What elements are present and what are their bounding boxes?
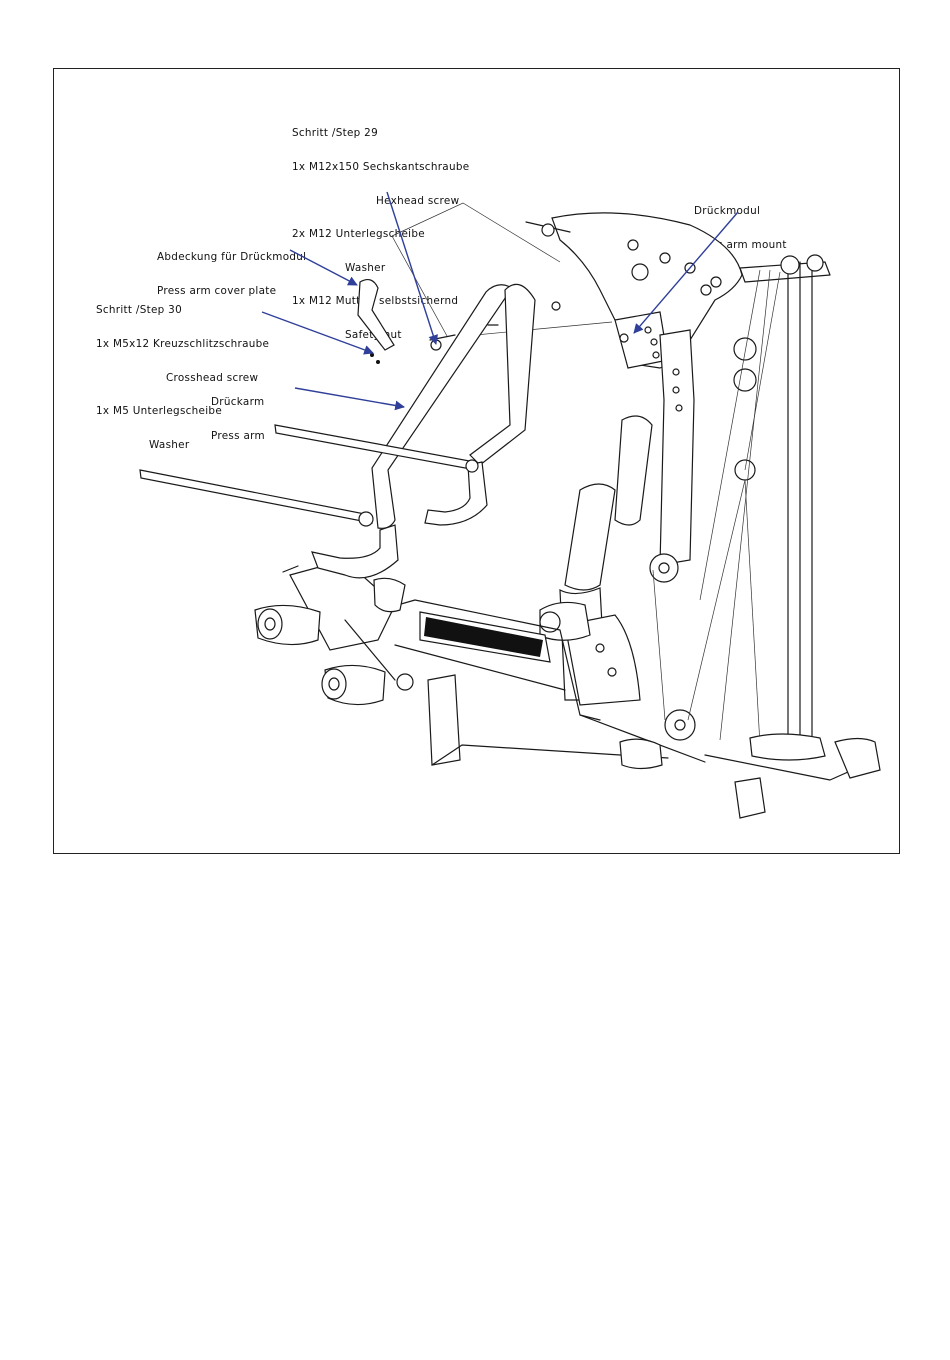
press-arm-arrow (294, 387, 405, 411)
step30-arrow (261, 311, 374, 355)
press-arm-part (139, 283, 561, 579)
press-arm-mount-arrow (633, 211, 739, 334)
step29-title: Schritt /Step 29 (292, 127, 378, 140)
step29-line1-en: Hexhead screw (376, 194, 460, 207)
step30-line2: 1x M5 Unterlegscheibe (96, 405, 223, 418)
leg-rollers (254, 559, 414, 706)
step30-line1-en: Crosshead screw (166, 371, 259, 384)
guide-lines (391, 202, 613, 337)
cover-plate-en: Press arm cover plate (157, 285, 277, 298)
step29-line3: 1x M12 Mutter, selbstsichernd (292, 295, 459, 308)
step29-line2: 2x M12 Unterlegscheibe (292, 228, 425, 241)
press-arm-mount-de: Drückmodul (694, 205, 761, 218)
cover-plate-part (357, 278, 395, 364)
cover-plate-de: Abdeckung für Drückmodul (157, 251, 307, 264)
cover-plate-label: Abdeckung für Drückmodul Press arm cover… (157, 230, 306, 308)
step30-line2-en: Washer (149, 438, 190, 451)
callout-arrows (261, 191, 739, 411)
step30-title: Schritt /Step 30 (96, 304, 182, 317)
press-arm-de: Drückarm (211, 396, 265, 409)
diagram-frame (53, 68, 900, 854)
seat-assembly (379, 415, 669, 770)
step29-line1: 1x M12x150 Sechskantschraube (292, 161, 470, 174)
step29-label: Schritt /Step 29 1x M12x150 Sechskantsch… (292, 106, 469, 352)
step29-arrow (386, 191, 438, 345)
press-arm-en: Press arm (211, 430, 265, 443)
step29-line2-en: Washer (345, 261, 386, 274)
tower-frame (525, 212, 881, 819)
step30-line1: 1x M5x12 Kreuzschlitzschraube (96, 338, 270, 351)
cover-plate-arrow (289, 249, 358, 286)
step30-label: Schritt /Step 30 1x M5x12 Kreuzschlitzsc… (96, 283, 269, 462)
step29-line3-en: Safety nut (345, 329, 402, 342)
press-arm-label: Drückarm Press arm (211, 375, 265, 453)
